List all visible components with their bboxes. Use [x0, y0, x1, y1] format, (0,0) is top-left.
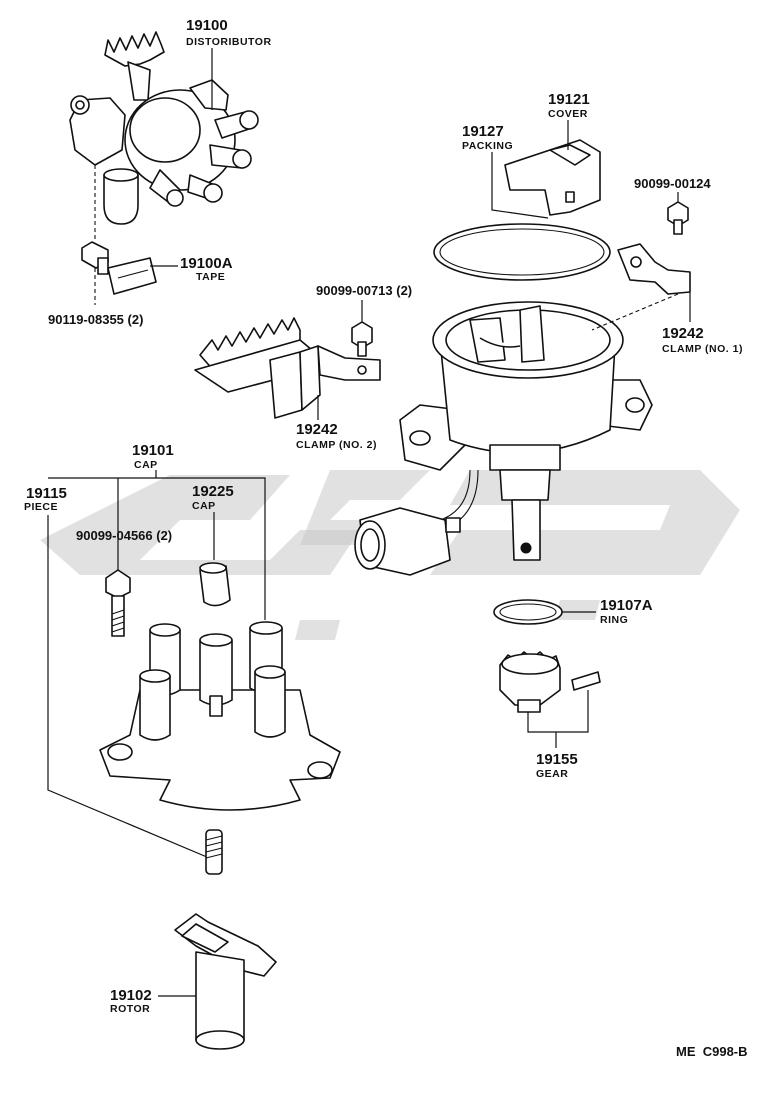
- distributor-cap-19101-drawing: [99, 621, 341, 811]
- part-number-19127: 19127: [462, 123, 504, 140]
- screw-90099-04566-drawing: [105, 569, 131, 637]
- rotor-19102-drawing: [174, 913, 277, 1050]
- part-number-19102: 19102: [110, 987, 152, 1004]
- diagram-reference-code: ME C998-B: [676, 1044, 748, 1059]
- screw-90099-00124-drawing: [667, 192, 689, 235]
- part-name-cap-19225: CAP: [192, 500, 216, 512]
- part-name-rotor: ROTOR: [110, 1003, 150, 1015]
- gear-19155-drawing: [499, 651, 601, 713]
- part-name-distributor: DISTORIBUTOR: [186, 36, 272, 48]
- part-number-90119-08355: 90119-08355 (2): [48, 312, 143, 327]
- connector-plug-drawing: [354, 507, 461, 576]
- part-number-19242-clamp-no1: 19242: [662, 325, 704, 342]
- clamp-no2-drawing: [194, 317, 381, 420]
- part-number-19100: 19100: [186, 17, 228, 34]
- part-number-19225: 19225: [192, 483, 234, 500]
- part-number-19107a: 19107A: [600, 597, 653, 614]
- carbon-piece-19115-drawing: [205, 829, 223, 875]
- part-name-clamp-no1: CLAMP (NO. 1): [662, 343, 743, 355]
- packing-ring-19127-drawing: [433, 223, 611, 281]
- part-number-19242-clamp-no2: 19242: [296, 421, 338, 438]
- part-number-19101: 19101: [132, 442, 174, 459]
- part-name-tape: TAPE: [196, 271, 225, 283]
- part-number-90099-04566: 90099-04566 (2): [76, 528, 172, 543]
- part-number-19155: 19155: [536, 751, 578, 768]
- part-name-piece: PIECE: [24, 501, 58, 513]
- distributor-assembly-drawing: [69, 31, 259, 240]
- part-name-clamp-no2: CLAMP (NO. 2): [296, 439, 377, 451]
- part-name-packing: PACKING: [462, 140, 513, 152]
- part-number-19121: 19121: [548, 91, 590, 108]
- clamp-no1-drawing: [617, 243, 691, 295]
- part-number-19100a: 19100A: [180, 255, 233, 272]
- part-name-ring: RING: [600, 614, 628, 626]
- part-name-cap-19101: CAP: [134, 459, 158, 471]
- part-name-gear: GEAR: [536, 768, 568, 780]
- rubber-cap-19225-drawing: [199, 562, 231, 607]
- part-number-90099-00124: 90099-00124: [634, 176, 711, 191]
- bolt-and-tape-drawing: [81, 241, 178, 305]
- part-name-cover: COVER: [548, 108, 588, 120]
- cover-19121-drawing: [504, 139, 601, 216]
- distributor-housing-drawing: [399, 301, 653, 561]
- part-number-19115: 19115: [26, 485, 67, 502]
- screw-90099-00713-drawing: [351, 300, 373, 357]
- part-number-90099-00713: 90099-00713 (2): [316, 283, 412, 298]
